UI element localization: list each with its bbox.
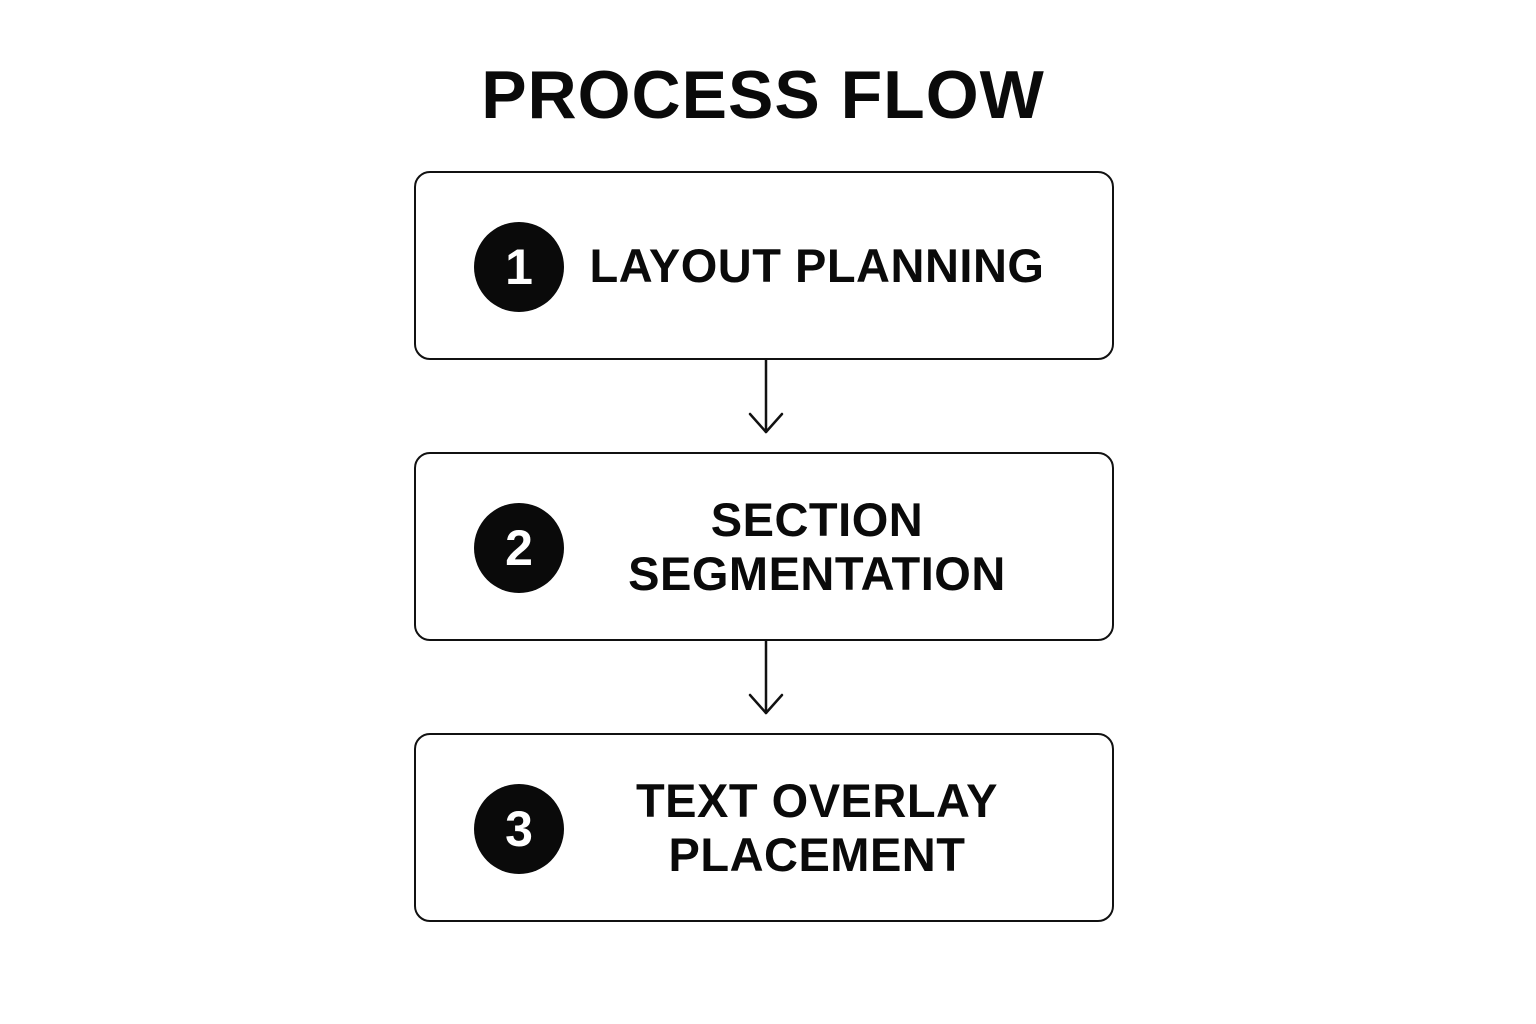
- step-label: SECTION SEGMENTATION: [566, 454, 1068, 639]
- step-number-badge: 2: [474, 503, 564, 593]
- diagram-title: PROCESS FLOW: [481, 57, 1045, 133]
- step-box-section-segmentation: 2 SECTION SEGMENTATION: [414, 452, 1114, 641]
- step-number-badge: 3: [474, 784, 564, 874]
- step-label: LAYOUT PLANNING: [566, 173, 1068, 358]
- step-label-line: LAYOUT PLANNING: [589, 238, 1045, 292]
- step-label-line: SEGMENTATION: [628, 546, 1006, 600]
- step-label-line: TEXT OVERLAY: [635, 773, 999, 827]
- step-label-line: PLACEMENT: [668, 827, 966, 881]
- step-box-text-overlay-placement: 3 TEXT OVERLAY PLACEMENT: [414, 733, 1114, 922]
- arrow-down-icon: [748, 639, 784, 715]
- step-label: TEXT OVERLAY PLACEMENT: [566, 735, 1068, 920]
- step-label-line: SECTION: [710, 492, 924, 546]
- step-box-layout-planning: 1 LAYOUT PLANNING: [414, 171, 1114, 360]
- step-number-badge: 1: [474, 222, 564, 312]
- arrow-down-icon: [748, 358, 784, 434]
